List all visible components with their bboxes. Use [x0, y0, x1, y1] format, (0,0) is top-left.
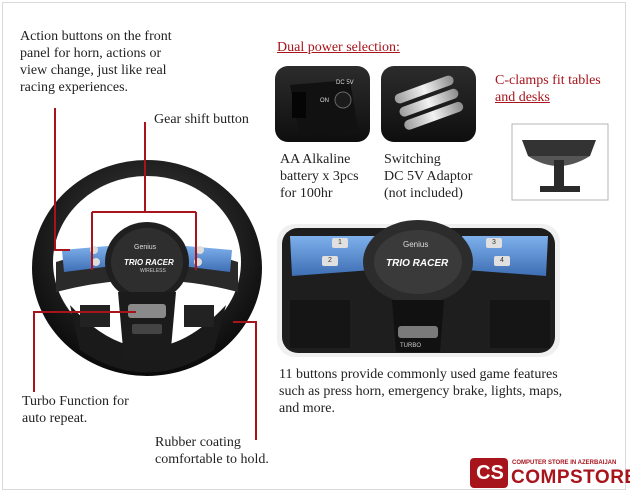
page-frame [2, 2, 626, 490]
model-sub-label: WIRELESS [140, 268, 166, 274]
store-logo-mark [470, 458, 508, 488]
turbo-label: TURBO [400, 343, 421, 349]
steering-wheel [32, 160, 262, 376]
c-clamps-caption: C-clamps fit tables and desks [495, 73, 601, 105]
callout-lines [33, 108, 257, 440]
on-label: ON [320, 98, 329, 104]
store-logo-letters: CS [476, 462, 504, 484]
model-label: TRIO RACER [124, 258, 174, 267]
brand-label: Genius [134, 244, 157, 251]
turbo-caption: Turbo Function for auto repeat. [22, 394, 129, 426]
closeup-brand-label: Genius [403, 240, 429, 249]
action-buttons-caption: Action buttons on the front panel for ho… [20, 29, 172, 95]
gear-shift-caption: Gear shift button [154, 112, 249, 127]
aa-battery-caption: AA Alkaline battery x 3pcs for 100hr [280, 152, 359, 201]
rubber-caption: Rubber coating comfortable to hold. [155, 435, 269, 467]
button-1-label: 1 [338, 239, 342, 246]
store-name: COMPSTORE [511, 467, 630, 488]
dual-power-title: Dual power selection: [277, 40, 400, 55]
closeup-model-label: TRIO RACER [386, 258, 449, 269]
switching-caption: Switching DC 5V Adaptor (not included) [384, 152, 473, 201]
button-2-label: 2 [328, 257, 332, 264]
eleven-buttons-caption: 11 buttons provide commonly used game fe… [279, 367, 563, 416]
button-3-label: 3 [492, 239, 496, 246]
c-clamp-photo [511, 123, 609, 201]
buttons-closeup-photo [277, 220, 560, 357]
battery-photo [381, 66, 476, 142]
store-tagline: COMPUTER STORE IN AZERBAIJAN [512, 460, 617, 466]
power-switch-photo [275, 66, 370, 142]
dc-label: DC 5V [336, 80, 354, 86]
button-4-label: 4 [500, 257, 504, 264]
